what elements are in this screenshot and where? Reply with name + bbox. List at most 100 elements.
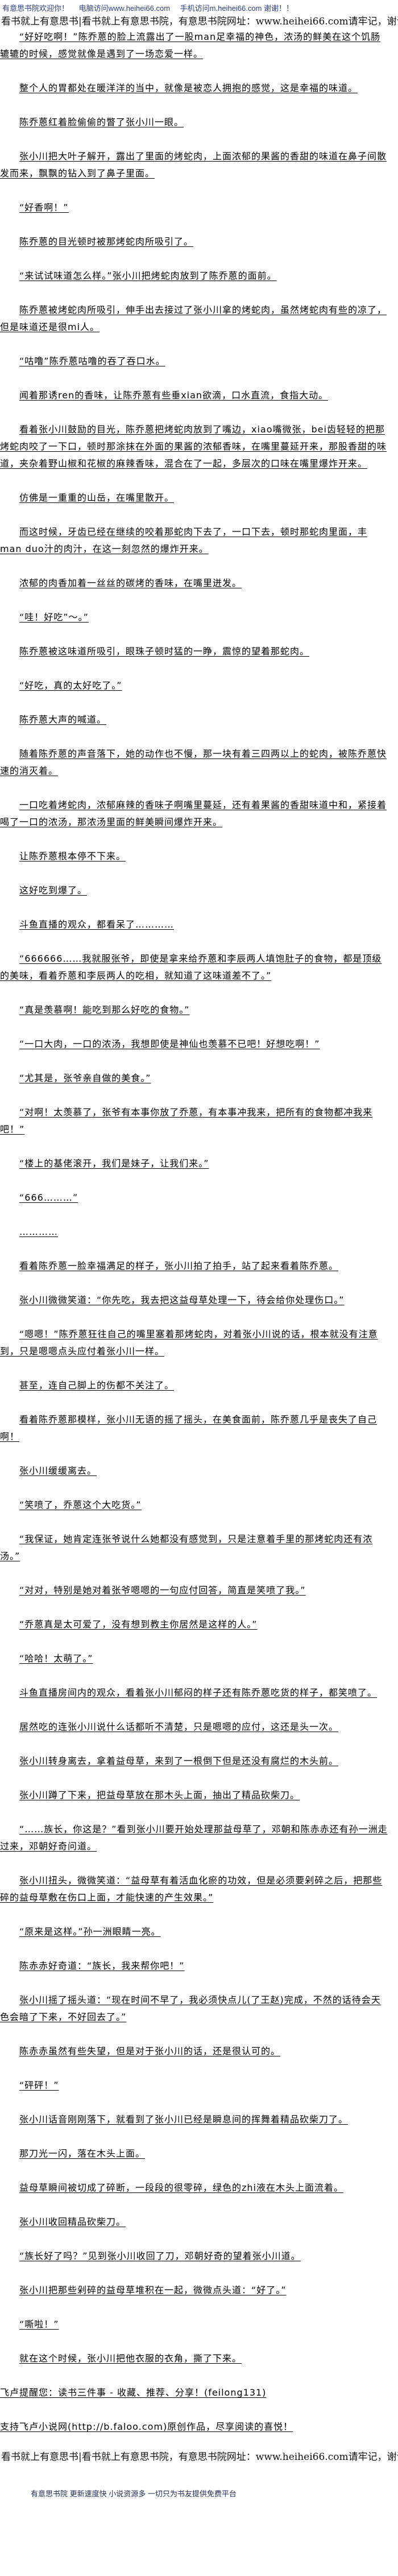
story-paragraph: 一口吃着烤蛇肉，浓郁麻辣的香味子啊嘴里蔓延，还有着果酱的香甜味道中和，紧接着喝了… xyxy=(0,797,389,831)
story-paragraph: 张小川话音刚刚落下，就看到了张小川已经是瞬息间的挥舞着精品砍柴刀了。 xyxy=(0,2111,389,2128)
paragraph-text: “族长好了吗？”见到张小川收回了刀，邓朝好奇的望着张小川道。 xyxy=(19,2251,301,2261)
paragraph-text: 甚至，连自己脚上的伤都不关注了。 xyxy=(19,1380,175,1391)
story-paragraph: 张小川扭头，微微笑道：“益母草有着活血化瘀的功效，但是必须要剁碎之后，把那些碎的… xyxy=(0,1872,389,1906)
paragraph-text: 闻着那诱ren的香味，让陈乔蒽有些垂xian欲滴，口水直流，食指大动。 xyxy=(19,390,329,401)
paragraph-text: 斗鱼直播的观众，都看呆了………… xyxy=(19,919,175,930)
story-paragraph: “666………” xyxy=(0,1189,389,1206)
paragraph-text: “好好吃啊！”陈乔蒽的脸上流露出了一股man足幸福的神色，浓汤的鲜美在这个饥肠辘… xyxy=(0,31,381,59)
story-paragraph: “嘶啦！” xyxy=(0,2316,389,2333)
paragraph-text: “笑喷了，乔蒽这个大吃货。” xyxy=(19,1499,142,1510)
paragraph-text: 那刀光一闪，落在木头上面。 xyxy=(19,2148,146,2159)
story-paragraph: 看着陈乔蒽一脸幸福满足的样子，张小川拍了拍手，站了起来看着陈乔蒽。 xyxy=(0,1258,389,1275)
story-paragraph: “……族长，你这是？”看到张小川要开始处理那益母草了，邓朝和陈赤赤还有孙一洲走过… xyxy=(0,1821,389,1855)
paragraph-text: 张小川把那些剁碎的益母草堆积在一起，微微点头道：“好了。” xyxy=(19,2285,287,2295)
paragraph-text: 一口吃着烤蛇肉，浓郁麻辣的香味子啊嘴里蔓延，还有着果酱的香甜味道中和，紧接着喝了… xyxy=(0,799,387,827)
story-paragraph: 张小川转身离去，拿着益母草，来到了一根倒下但是还没有腐烂的木头前。 xyxy=(0,1753,389,1770)
paragraph-text: “砰砰！” xyxy=(19,2080,59,2091)
chapter-content: “好好吃啊！”陈乔蒽的脸上流露出了一股man足幸福的神色，浓汤的鲜美在这个饥肠辘… xyxy=(0,28,389,2453)
story-paragraph: “尤其是，张爷亲自做的美食。” xyxy=(0,1070,389,1087)
site-notice: 支持飞卢小说网(http://b.faloo.com)原创作品，尽享阅读的喜悦！ xyxy=(0,2418,389,2435)
story-paragraph: 张小川微微笑道：“你先吃，我去把这益母草处理一下，待会给你处理伤口。” xyxy=(0,1292,389,1309)
story-paragraph: 陈乔蒽被烤蛇肉所吸引，伸手出去接过了张小川拿的烤蛇肉，虽然烤蛇肉有些的凉了，但是… xyxy=(0,302,389,336)
story-paragraph: 陈乔蒽的目光顿时被那烤蛇肉所吸引了。 xyxy=(0,233,389,250)
paragraph-text: 张小川蹲了下来，把益母草放在那木头上面，抽出了精品砍柴刀。 xyxy=(19,1790,300,1800)
paragraph-text: 张小川摇了摇头道：“现在时间不早了，我必须快点儿(了王赵)完成，不然的话待会天色… xyxy=(0,1994,381,2022)
paragraph-text: 陈乔蒽被这味道所吸引，眼珠子顿时猛的一睁，震惊的望着那蛇肉。 xyxy=(19,646,310,657)
story-paragraph: 居然吃的连张小川说什么话都听不清楚，只是嗯嗯的应付，这还是头一次。 xyxy=(0,1718,389,1736)
paragraph-text: “666666……我就服张爷，即使是拿来给乔蒽和李辰两人填饱肚子的食物，都是顶级… xyxy=(0,953,382,981)
story-paragraph: “楼上的基佬滚开，我们是妹子，让我们来。” xyxy=(0,1155,389,1172)
paragraph-text: 张小川话音刚刚落下，就看到了张小川已经是瞬息间的挥舞着精品砍柴刀了。 xyxy=(19,2114,349,2125)
paragraph-text: 仿佛是一重重的山岳，在嘴里散开。 xyxy=(19,492,175,503)
paragraph-text: 张小川转身离去，拿着益母草，来到了一根倒下但是还没有腐烂的木头前。 xyxy=(19,1755,339,1766)
story-paragraph: 张小川摇了摇头道：“现在时间不早了，我必须快点儿(了王赵)完成，不然的话待会天色… xyxy=(0,1992,389,2026)
mobile-visit-link[interactable]: 手机访问m.heihei66.com 谢谢！！ xyxy=(180,4,294,13)
paragraph-text: 居然吃的连张小川说什么话都听不清楚，只是嗯嗯的应付，这还是头一次。 xyxy=(19,1721,339,1732)
paragraph-text: “对对，特别是她对着张爷嗯嗯的一句应付回答，简直是笑喷了我。” xyxy=(19,1585,306,1596)
notice-text: 支持飞卢小说网(http://b.faloo.com)原创作品，尽享阅读的喜悦！ xyxy=(0,2421,293,2432)
story-paragraph: 陈赤赤虽然有些失望，但是对于张小川的话，还是很认可的。 xyxy=(0,2043,389,2060)
site-notice: 飞卢提醒您：读书三件事 - 收藏、推荐、分享！(feilong131) xyxy=(0,2384,389,2401)
story-paragraph: “666666……我就服张爷，即使是拿来给乔蒽和李辰两人填饱肚子的食物，都是顶级… xyxy=(0,950,389,984)
paragraph-text: 陈赤赤虽然有些失望，但是对于张小川的话，还是很认可的。 xyxy=(19,2046,281,2056)
story-paragraph: 斗鱼直播的观众，都看呆了………… xyxy=(0,916,389,933)
paragraph-text: 张小川扭头，微微笑道：“益母草有着活血化瘀的功效，但是必须要剁碎之后，把那些碎的… xyxy=(0,1875,383,1903)
welcome-text: 有意思书院欢迎你！ xyxy=(2,4,69,13)
paragraph-text: 让陈乔蒽根本停不下来。 xyxy=(19,851,126,862)
story-paragraph: “哇！好吃”～。” xyxy=(0,609,389,626)
story-paragraph: 让陈乔蒽根本停不下来。 xyxy=(0,848,389,865)
paragraph-text: “……族长，你这是？”看到张小川要开始处理那益母草了，邓朝和陈赤赤还有孙一洲走过… xyxy=(0,1824,388,1852)
story-paragraph: “乔蒽真是太可爱了，没有想到教主你居然是这样的人。” xyxy=(0,1616,389,1633)
paragraph-text: 看着张小川鼓励的目光，陈乔蒽把烤蛇肉放到了嘴边，xiao嘴微张，bei齿轻轻的把… xyxy=(0,424,387,469)
paragraph-text: “666………” xyxy=(19,1192,78,1203)
paragraph-text: “来试试味道怎么样。”张小川把烤蛇肉放到了陈乔蒽的面前。 xyxy=(19,270,277,281)
paragraph-text: 就在这个时候，张小川把他衣服的衣角，撕了下来。 xyxy=(19,2353,242,2364)
site-slogan-bottom: 看书就上有意思书|看书就上有意思书院，有意思书院网址：www.heihei66.… xyxy=(1,2451,398,2463)
paragraph-text: “好香啊！” xyxy=(19,202,69,213)
story-paragraph: 仿佛是一重重的山岳，在嘴里散开。 xyxy=(0,489,389,506)
story-paragraph: “一口大肉，一口的浓汤，我想即使是神仙也羡慕不已吧！好想吃啊！” xyxy=(0,1036,389,1053)
paragraph-text: “乔蒽真是太可爱了，没有想到教主你居然是这样的人。” xyxy=(19,1619,258,1630)
paragraph-text: “嘶啦！” xyxy=(19,2319,59,2330)
story-paragraph: 张小川收回精品砍柴刀。 xyxy=(0,2214,389,2231)
paragraph-text: 看着陈乔蒽那模样，张小川无语的摇了摇头，在美食面前，陈乔蒽几乎是丧失了自己啊！ xyxy=(0,1414,378,1442)
paragraph-text: 陈乔蒽红着脸偷偷的瞥了张小川一眼。 xyxy=(19,117,184,127)
story-paragraph: “咕噜”陈乔蒽咕噜的吞了吞口水。 xyxy=(0,353,389,370)
paragraph-text: 陈赤赤好奇道：“族长，我来帮你吧！” xyxy=(19,1960,185,1971)
story-paragraph: “好吃，真的太好吃了。” xyxy=(0,677,389,694)
story-paragraph: “好好吃啊！”陈乔蒽的脸上流露出了一股man足幸福的神色，浓汤的鲜美在这个饥肠辘… xyxy=(0,28,389,63)
story-paragraph: “我保证，她肯定连张爷说什么她都没有感觉到，只是注意着手里的那烤蛇肉还有浓汤。” xyxy=(0,1531,389,1565)
notice-text: 飞卢提醒您：读书三件事 - 收藏、推荐、分享！(feilong131) xyxy=(0,2387,267,2398)
story-paragraph: “哈哈！太萌了。” xyxy=(0,1650,389,1667)
story-paragraph: 陈乔蒽红着脸偷偷的瞥了张小川一眼。 xyxy=(0,114,389,131)
story-paragraph: “笑喷了，乔蒽这个大吃货。” xyxy=(0,1497,389,1514)
paragraph-text: “对啊！太羡慕了，张爷有本事你放了乔蒽，有本事冲我来，把所有的食物都冲我来吧！” xyxy=(0,1107,373,1135)
paragraph-text: 陈乔蒽大声的喊道。 xyxy=(19,714,107,725)
paragraph-text: ………… xyxy=(19,1226,58,1237)
story-paragraph: 那刀光一闪，落在木头上面。 xyxy=(0,2145,389,2162)
paragraph-text: “楼上的基佬滚开，我们是妹子，让我们来。” xyxy=(19,1158,209,1169)
paragraph-text: 浓郁的肉香加着一丝丝的碳烤的香味，在嘴里迸发。 xyxy=(19,578,242,588)
paragraph-text: 看着陈乔蒽一脸幸福满足的样子，张小川拍了拍手，站了起来看着陈乔蒽。 xyxy=(19,1260,339,1271)
paragraph-text: “一口大肉，一口的浓汤，我想即使是神仙也羡慕不已吧！好想吃啊！” xyxy=(19,1038,320,1049)
story-paragraph: 张小川把那些剁碎的益母草堆积在一起，微微点头道：“好了。” xyxy=(0,2282,389,2299)
pc-visit-link[interactable]: 电脑访问www.heihei66.com xyxy=(78,4,171,13)
paragraph-text: “咕噜”陈乔蒽咕噜的吞了吞口水。 xyxy=(19,356,165,366)
story-paragraph: 斗鱼直播房间内的观众，看着张小川郁闷的样子还有陈乔蒽吃货的样子，都笑喷了。 xyxy=(0,1684,389,1701)
story-paragraph: “嗯嗯！”陈乔蒽狂往自己的嘴里塞着那烤蛇肉，对着张小川说的话，根本就没有注意到，… xyxy=(0,1326,389,1360)
paragraph-text: 整个人的胃都处在暖洋洋的当中，就像是被恋人拥抱的感觉，这是幸福的味道。 xyxy=(19,83,358,93)
story-paragraph: 甚至，连自己脚上的伤都不关注了。 xyxy=(0,1377,389,1394)
story-paragraph: “原来是这样。”孙一洲眼睛一亮。 xyxy=(0,1923,389,1940)
story-paragraph: 看着张小川鼓励的目光，陈乔蒽把烤蛇肉放到了嘴边，xiao嘴微张，bei齿轻轻的把… xyxy=(0,421,389,472)
story-paragraph: 陈赤赤好奇道：“族长，我来帮你吧！” xyxy=(0,1957,389,1975)
paragraph-text: “哇！好吃”～。” xyxy=(19,612,89,623)
story-paragraph: 这好吃到爆了。 xyxy=(0,882,389,899)
paragraph-text: 张小川把大叶子解开，露出了里面的烤蛇肉，上面浓郁的果酱的香甜的味道在鼻子间散发而… xyxy=(0,151,387,179)
story-paragraph: 陈乔蒽大声的喊道。 xyxy=(0,711,389,728)
site-welcome-banner: 有意思书院欢迎你！ 电脑访问www.heihei66.com 手机访问m.hei… xyxy=(2,2,301,13)
paragraph-text: “尤其是，张爷亲自做的美食。” xyxy=(19,1073,151,1083)
paragraph-text: “好吃，真的太好吃了。” xyxy=(19,680,122,691)
story-paragraph: 张小川缓缓离去。 xyxy=(0,1462,389,1479)
paragraph-text: “嗯嗯！”陈乔蒽狂往自己的嘴里塞着那烤蛇肉，对着张小川说的话，根本就没有注意到，… xyxy=(0,1329,378,1357)
story-paragraph: ………… xyxy=(0,1223,389,1240)
